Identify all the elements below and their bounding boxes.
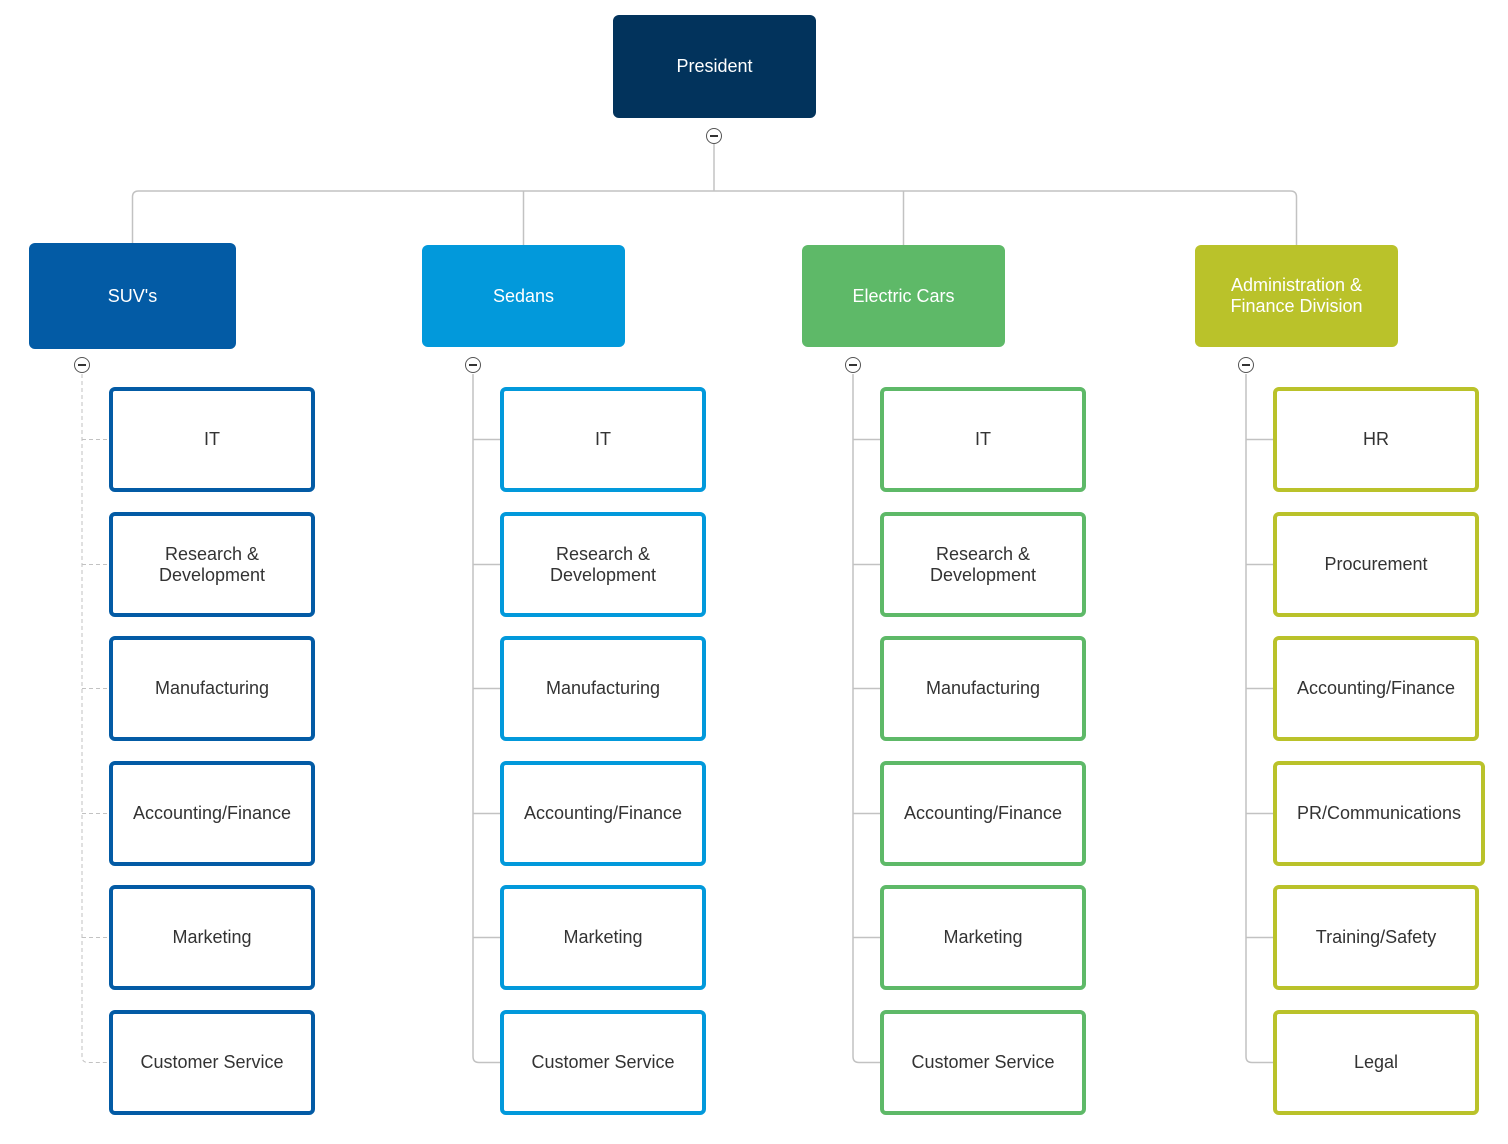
department-node[interactable]: Research & Development [109, 512, 315, 617]
branch-node-admin-finance[interactable]: Administration & Finance Division [1195, 245, 1398, 347]
department-label: HR [1363, 429, 1389, 449]
collapse-toggle-icon[interactable] [845, 357, 861, 373]
department-label: Research & Development [158, 543, 266, 585]
department-node[interactable]: Marketing [109, 885, 315, 990]
branch-label: Electric Cars [852, 285, 955, 306]
department-label: Manufacturing [925, 678, 1041, 698]
department-node[interactable]: Research & Development [500, 512, 706, 617]
collapse-toggle-icon[interactable] [706, 128, 722, 144]
department-node[interactable]: HR [1273, 387, 1479, 492]
department-node[interactable]: Marketing [500, 885, 706, 990]
department-node[interactable]: Legal [1273, 1010, 1479, 1115]
branch-node-electric-cars[interactable]: Electric Cars [802, 245, 1005, 347]
department-label: IT [204, 429, 220, 449]
department-label: PR/Communications [1296, 803, 1462, 823]
president-label: President [676, 56, 753, 76]
department-label: Procurement [1324, 554, 1428, 574]
connector-line [1245, 374, 1273, 1064]
department-node[interactable]: Accounting/Finance [1273, 636, 1479, 741]
department-node[interactable]: Accounting/Finance [880, 761, 1086, 866]
department-node[interactable]: Manufacturing [880, 636, 1086, 741]
branch-label: Sedans [492, 285, 555, 306]
department-node[interactable]: Accounting/Finance [500, 761, 706, 866]
department-node[interactable]: PR/Communications [1273, 761, 1485, 866]
department-node[interactable]: IT [500, 387, 706, 492]
department-label: Accounting/Finance [1296, 678, 1456, 698]
department-label: IT [975, 429, 991, 449]
department-node[interactable]: IT [880, 387, 1086, 492]
branch-node-suvs[interactable]: SUV's [29, 243, 236, 349]
connector-line [131, 190, 1298, 245]
branch-label: SUV's [107, 285, 158, 306]
connector-line [852, 374, 880, 1064]
branch-node-sedans[interactable]: Sedans [422, 245, 625, 347]
department-label: Research & Development [929, 543, 1037, 585]
department-node[interactable]: Manufacturing [109, 636, 315, 741]
department-node[interactable]: Research & Development [880, 512, 1086, 617]
collapse-toggle-icon[interactable] [465, 357, 481, 373]
department-label: IT [595, 429, 611, 449]
department-node[interactable]: Training/Safety [1273, 885, 1479, 990]
department-node[interactable]: Accounting/Finance [109, 761, 315, 866]
department-label: Accounting/Finance [523, 803, 683, 823]
department-label: Accounting/Finance [903, 803, 1063, 823]
department-label: Training/Safety [1315, 927, 1437, 947]
department-node[interactable]: Customer Service [500, 1010, 706, 1115]
department-node[interactable]: Marketing [880, 885, 1086, 990]
department-label: Research & Development [549, 543, 657, 585]
branch-label: Administration & Finance Division [1230, 275, 1363, 316]
department-node[interactable]: Customer Service [109, 1010, 315, 1115]
department-label: Customer Service [911, 1052, 1055, 1072]
connector-line [472, 374, 500, 1064]
department-node[interactable]: Manufacturing [500, 636, 706, 741]
connector-line [81, 374, 109, 1063]
department-label: Legal [1353, 1052, 1399, 1072]
department-node[interactable]: Customer Service [880, 1010, 1086, 1115]
department-label: Marketing [563, 927, 643, 947]
department-label: Marketing [943, 927, 1023, 947]
department-label: Customer Service [140, 1052, 284, 1072]
department-node[interactable]: Procurement [1273, 512, 1479, 617]
department-label: Marketing [172, 927, 252, 947]
president-node[interactable]: President [613, 15, 816, 118]
department-label: Manufacturing [154, 678, 270, 698]
department-node[interactable]: IT [109, 387, 315, 492]
department-label: Customer Service [531, 1052, 675, 1072]
collapse-toggle-icon[interactable] [1238, 357, 1254, 373]
department-label: Manufacturing [545, 678, 661, 698]
collapse-toggle-icon[interactable] [74, 357, 90, 373]
department-label: Accounting/Finance [132, 803, 292, 823]
